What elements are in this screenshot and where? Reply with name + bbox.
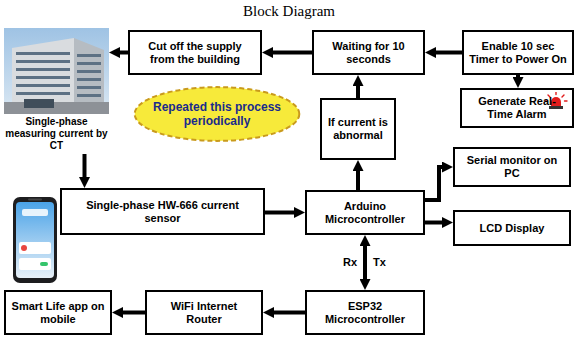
output-box: Serial monitor on PC [453,147,571,187]
flow-arrow [425,221,445,225]
flow-arrow [83,154,87,180]
app-box: Smart Life app on mobile [4,290,112,335]
flow-arrow [363,243,367,282]
screen-widget [22,209,48,216]
flow-arrow [516,75,520,80]
node-text: ESP32 Microcontroller [312,300,418,326]
sensor-box: Single-phase HW-666 current sensor [60,188,265,235]
signal-label: Rx [343,256,357,269]
screen-dot [21,245,27,251]
node-text: Cut off the supply from the building [135,40,255,66]
signal-label: Tx [373,256,386,269]
controller-box: Arduino Microcontroller [305,190,425,235]
node-text: Generate Real-Time Alarm [467,95,567,121]
node-text: If current is abnormal [327,116,389,142]
phone-body [13,197,57,283]
process-box: Enable 10 sec Timer to Power On [462,30,574,75]
node-text: Arduino Microcontroller [312,200,418,226]
screen-card [19,242,51,254]
node-text: Waiting for 10 seconds [319,40,418,66]
alarm-box: Generate Real-Time Alarm [460,88,574,128]
output-box: LCD Display [453,210,571,246]
controller-box: ESP32 Microcontroller [305,290,425,335]
phone-speaker [28,199,42,201]
screen-card [19,258,51,270]
flow-arrow [117,51,128,55]
node-text: WiFi Internet Router [152,300,256,326]
process-box: Cut off the supply from the building [128,30,262,75]
node-text: Single-phase HW-666 current sensor [67,199,258,225]
flow-arrow [356,83,360,98]
flow-arrow [265,211,297,215]
phone-illustration [12,196,58,284]
node-text: Repeated this process periodically [151,100,283,128]
node-text: Enable 10 sec Timer to Power On [469,40,567,66]
flow-arrow [120,311,145,315]
screen-toggle [40,262,48,266]
building [4,38,109,114]
node-text: Serial monitor on PC [460,154,564,180]
building-photo [4,28,109,114]
flow-arrow [270,51,312,55]
process-box: Waiting for 10 seconds [312,30,425,75]
flow-arrow [356,168,360,190]
sky [4,28,109,114]
decision-box: If current is abnormal [320,98,396,160]
node-text: Smart Life app on mobile [11,300,105,326]
node-text: Single-phase measuring current by CT [4,116,109,152]
router-box: WiFi Internet Router [145,290,263,335]
node-text: LCD Display [480,222,545,235]
note-ellipse: Repeated this process periodically [133,86,301,142]
flow-arrow [271,311,305,315]
flow-arrow [433,51,462,55]
flow-arrow [425,167,445,200]
ellipse-shape [135,87,300,141]
phone-screen [16,202,54,278]
building-node: Single-phase measuring current by CT [4,28,109,154]
diagram-title: Block Diagram [0,3,578,20]
